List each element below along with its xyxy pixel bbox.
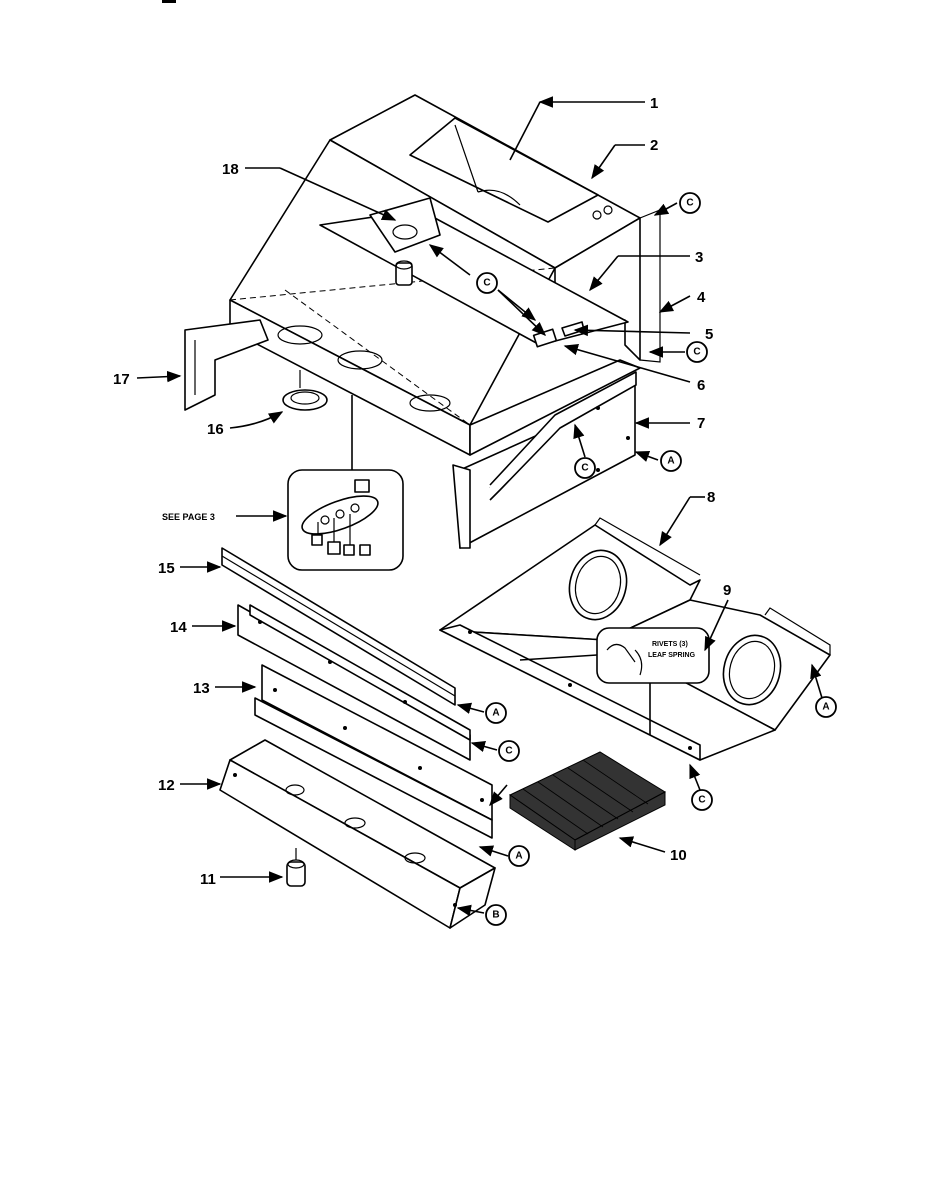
- callout-4: 4: [697, 289, 706, 306]
- callout-15: 15: [158, 560, 175, 577]
- see-page-inset: [287, 395, 404, 571]
- rivets-label: RIVETS (3): [652, 641, 688, 648]
- callout-13: 13: [193, 680, 210, 697]
- callout-18: 18: [222, 161, 239, 178]
- hood-housing: [229, 94, 661, 456]
- corner-mark: [162, 0, 176, 3]
- callout-10: 10: [670, 847, 687, 864]
- callout-5: 5: [705, 326, 713, 343]
- callout-7: 7: [697, 415, 705, 432]
- ref-b-marker: B: [485, 904, 507, 926]
- ref-a-marker: A: [660, 450, 682, 472]
- svg-text:A: A: [667, 456, 674, 467]
- svg-text:A: A: [822, 702, 829, 713]
- ref-c-marker: C: [686, 341, 708, 363]
- svg-text:C: C: [698, 795, 705, 806]
- callout-9: 9: [723, 582, 731, 599]
- callout-2: 2: [650, 137, 658, 154]
- ref-a-marker: A: [508, 845, 530, 867]
- callout-1: 1: [650, 95, 658, 112]
- callout-14: 14: [170, 619, 187, 636]
- callout-17: 17: [113, 371, 130, 388]
- ref-c-marker: C: [498, 740, 520, 762]
- leaf-spring-label: LEAF SPRING: [648, 652, 696, 659]
- svg-text:C: C: [483, 278, 490, 289]
- svg-text:A: A: [515, 851, 522, 862]
- svg-text:C: C: [693, 347, 700, 358]
- ref-c-marker: C: [691, 789, 713, 811]
- svg-text:B: B: [492, 910, 499, 921]
- svg-text:C: C: [581, 463, 588, 474]
- ref-c-marker: C: [574, 457, 596, 479]
- callout-3: 3: [695, 249, 703, 266]
- callout-labels: 1 2 3 4 5 6 7 8 9 10 11 12 13 14 15 16 1…: [113, 95, 731, 888]
- grease-filter-10: [509, 751, 667, 851]
- reference-markers: C C C C A A C A C A B: [476, 192, 837, 926]
- callout-12: 12: [158, 777, 175, 794]
- blower-ring: [282, 370, 328, 411]
- leader-lines: [136, 96, 823, 917]
- rivet-inset-9: [519, 627, 710, 735]
- callout-16: 16: [207, 421, 224, 438]
- ref-c-marker: C: [679, 192, 701, 214]
- see-page-label: SEE PAGE 3: [162, 512, 215, 522]
- svg-text:C: C: [686, 198, 693, 209]
- ref-a-marker: A: [815, 696, 837, 718]
- callout-8: 8: [707, 489, 715, 506]
- ref-c-marker: C: [476, 272, 498, 294]
- svg-text:C: C: [505, 746, 512, 757]
- callout-6: 6: [697, 377, 705, 394]
- strip-15: [221, 547, 456, 706]
- light-socket-11: [286, 848, 306, 887]
- panel-13: [254, 664, 493, 839]
- callout-11: 11: [200, 871, 216, 888]
- panel-14: [237, 604, 471, 761]
- svg-text:A: A: [492, 708, 499, 719]
- right-side-panel: [452, 371, 637, 549]
- left-side-bracket: [184, 319, 269, 411]
- ref-a-marker: A: [485, 702, 507, 724]
